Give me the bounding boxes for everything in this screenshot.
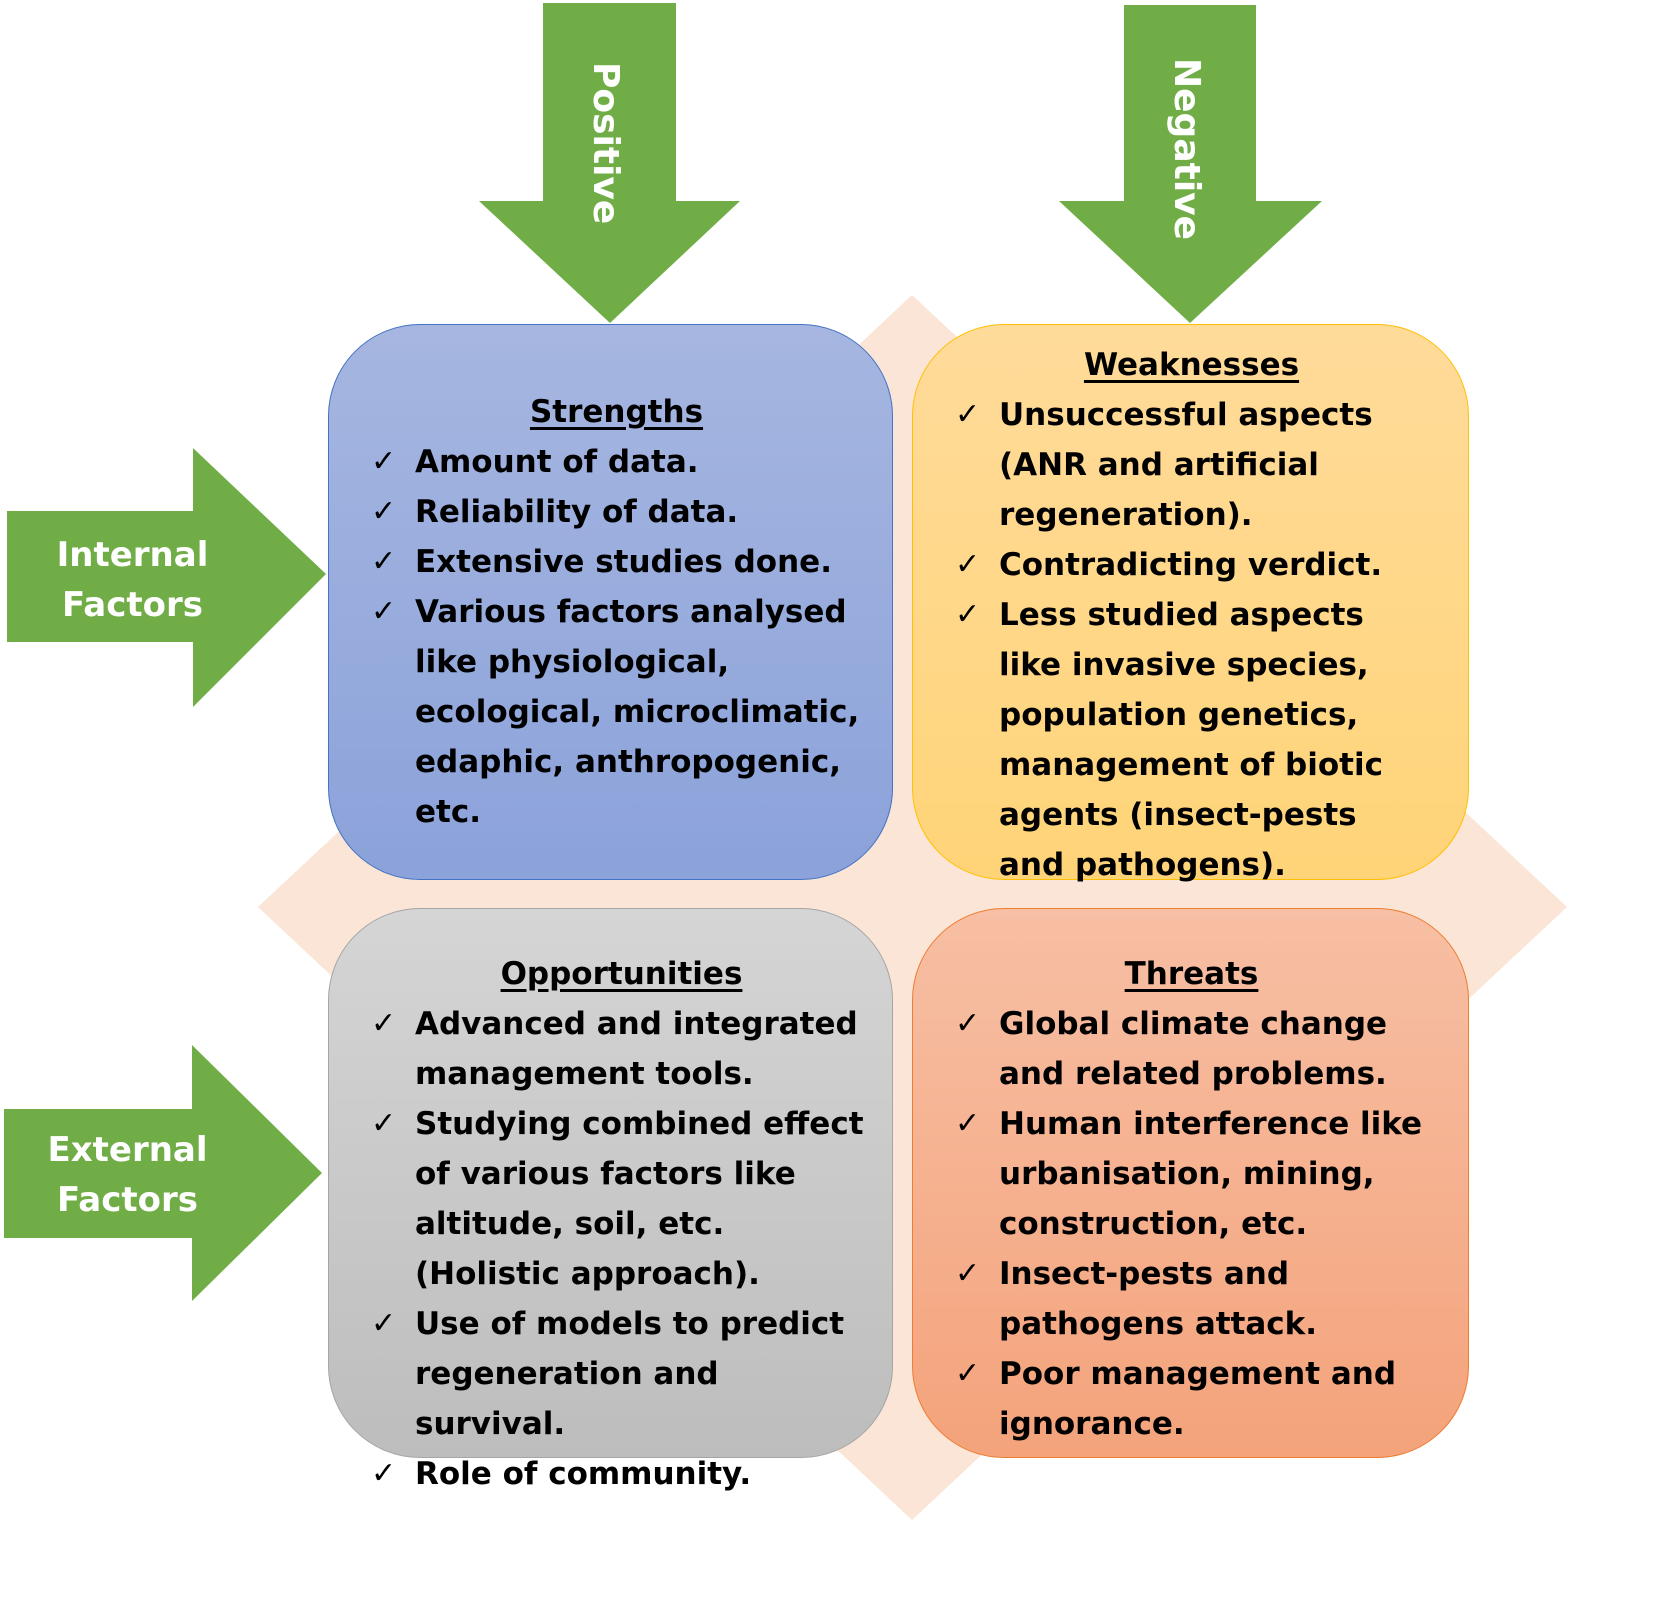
item-text: Various factors analysed like physiologi… <box>415 594 860 830</box>
checkmark-icon: ✓ <box>371 1006 397 1041</box>
opportunities-list: ✓ Advanced and integrated management tool… <box>371 999 872 1499</box>
item-text: Less studied aspects like invasive speci… <box>999 597 1383 883</box>
internal-label-line1: Internal <box>56 535 209 575</box>
list-item: ✓ Advanced and integrated management tool… <box>371 999 872 1099</box>
item-text: Studying combined effect of various fact… <box>415 1106 864 1292</box>
list-item: ✓ Studying combined effect of various fac… <box>371 1099 872 1299</box>
checkmark-icon: ✓ <box>955 1106 981 1141</box>
item-text: Poor management and ignorance. <box>999 1356 1397 1442</box>
checkmark-icon: ✓ <box>371 1456 397 1491</box>
item-text: Unsuccessful aspects (ANR and artificial… <box>999 397 1373 533</box>
item-text: Extensive studies done. <box>415 544 832 580</box>
threats-list: ✓ Global climate change and related probl… <box>955 999 1428 1449</box>
checkmark-icon: ✓ <box>955 397 981 432</box>
opportunities-title: Opportunities <box>500 956 743 992</box>
internal-factors-arrow <box>7 448 326 707</box>
external-factors-arrow <box>4 1045 322 1301</box>
negative-arrow <box>1059 5 1322 323</box>
item-text: Human interference like urbanisation, mi… <box>999 1106 1423 1242</box>
strengths-list: ✓ Amount of data. ✓ Reliability of data. ✓… <box>371 437 862 837</box>
external-factors-label: External Factors <box>35 1125 220 1225</box>
checkmark-icon: ✓ <box>371 1306 397 1341</box>
list-item: ✓ Amount of data. <box>371 437 862 487</box>
list-item: ✓ Reliability of data. <box>371 487 862 537</box>
checkmark-icon: ✓ <box>955 597 981 632</box>
list-item: ✓ Insect-pests and pathogens attack. <box>955 1249 1428 1349</box>
list-item: ✓ Human interference like urbanisation, m… <box>955 1099 1428 1249</box>
list-item: ✓ Global climate change and related probl… <box>955 999 1428 1099</box>
weaknesses-box: Weaknesses ✓ Unsuccessful aspects (ANR an… <box>912 324 1469 883</box>
item-text: Global climate change and related proble… <box>999 1006 1388 1092</box>
list-item: ✓ Unsuccessful aspects (ANR and artificia… <box>955 390 1428 540</box>
item-text: Use of models to predict regeneration an… <box>415 1306 845 1442</box>
list-item: ✓ Various factors analysed like physiolog… <box>371 587 862 837</box>
item-text: Insect-pests and pathogens attack. <box>999 1256 1318 1342</box>
strengths-title: Strengths <box>529 394 704 430</box>
opportunities-box: Opportunities ✓ Advanced and integrated m… <box>328 908 893 1492</box>
threats-box: Threats ✓ Global climate change and relat… <box>912 908 1469 1458</box>
positive-label: Positive <box>585 62 626 225</box>
threats-title: Threats <box>1124 956 1259 992</box>
checkmark-icon: ✓ <box>371 544 397 579</box>
item-text: Role of community. <box>415 1456 752 1492</box>
external-label-line2: Factors <box>57 1180 198 1220</box>
list-item: ✓ Contradicting verdict. <box>955 540 1428 590</box>
item-text: Reliability of data. <box>415 494 739 530</box>
strengths-box: Strengths ✓ Amount of data. ✓ Reliability … <box>328 324 893 880</box>
list-item: ✓ Extensive studies done. <box>371 537 862 587</box>
checkmark-icon: ✓ <box>955 547 981 582</box>
item-text: Advanced and integrated management tools… <box>415 1006 858 1092</box>
external-label-line1: External <box>47 1130 208 1170</box>
checkmark-icon: ✓ <box>955 1256 981 1291</box>
positive-arrow <box>479 3 740 323</box>
weaknesses-list: ✓ Unsuccessful aspects (ANR and artificia… <box>955 390 1428 890</box>
checkmark-icon: ✓ <box>955 1006 981 1041</box>
checkmark-icon: ✓ <box>371 1106 397 1141</box>
negative-label: Negative <box>1166 58 1207 241</box>
list-item: ✓ Poor management and ignorance. <box>955 1349 1428 1449</box>
checkmark-icon: ✓ <box>955 1356 981 1391</box>
weaknesses-title: Weaknesses <box>1083 347 1300 383</box>
item-text: Amount of data. <box>415 444 699 480</box>
list-item: ✓ Role of community. <box>371 1449 872 1499</box>
checkmark-icon: ✓ <box>371 444 397 479</box>
internal-label-line2: Factors <box>62 585 203 625</box>
checkmark-icon: ✓ <box>371 494 397 529</box>
checkmark-icon: ✓ <box>371 594 397 629</box>
list-item: ✓ Use of models to predict regeneration a… <box>371 1299 872 1449</box>
internal-factors-label: Internal Factors <box>40 530 225 630</box>
list-item: ✓ Less studied aspects like invasive spec… <box>955 590 1428 890</box>
item-text: Contradicting verdict. <box>999 547 1383 583</box>
